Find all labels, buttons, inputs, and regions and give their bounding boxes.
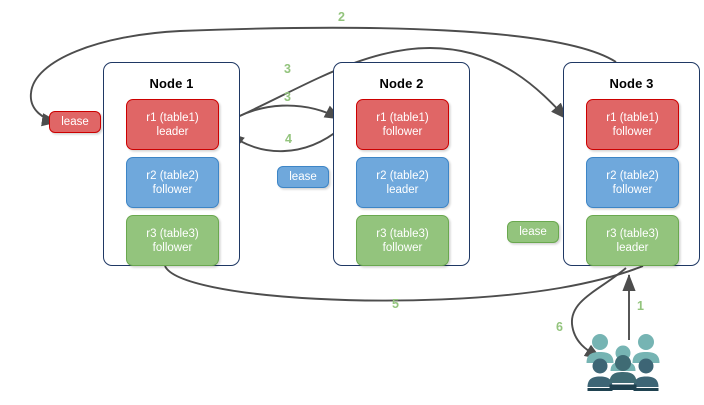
replica-name: r2 (table2) xyxy=(376,169,429,182)
replica-role: follower xyxy=(382,241,423,254)
replica-node3-r1: r1 (table1) follower xyxy=(586,99,679,150)
replica-role: follower xyxy=(152,183,193,196)
replica-name: r2 (table2) xyxy=(146,169,199,182)
replica-role: follower xyxy=(382,125,423,138)
node-title-3: Node 3 xyxy=(609,76,654,91)
node-box-1: Node 1 r1 (table1) leader r2 (table2) fo… xyxy=(103,62,240,266)
replica-node3-r2: r2 (table2) follower xyxy=(586,157,679,208)
lease-label: lease xyxy=(519,226,547,238)
replica-name: r1 (table1) xyxy=(606,111,659,124)
users-icon xyxy=(586,334,660,391)
lease-label: lease xyxy=(289,171,317,183)
replica-name: r3 (table3) xyxy=(146,227,199,240)
step-label-3-short: 3 xyxy=(284,90,291,104)
step-label-6: 6 xyxy=(556,320,563,334)
replica-node1-r2: r2 (table2) follower xyxy=(126,157,219,208)
node-box-2: Node 2 r1 (table1) follower r2 (table2) … xyxy=(333,62,470,266)
replica-node2-r2: r2 (table2) leader xyxy=(356,157,449,208)
replica-node3-r3: r3 (table3) leader xyxy=(586,215,679,266)
node-title-2: Node 2 xyxy=(379,76,424,91)
replica-role: leader xyxy=(386,183,419,196)
node-box-3: Node 3 r1 (table1) follower r2 (table2) … xyxy=(563,62,700,266)
replica-node1-r3: r3 (table3) follower xyxy=(126,215,219,266)
replica-role: follower xyxy=(152,241,193,254)
replica-role: follower xyxy=(612,183,653,196)
replica-node2-r3: r3 (table3) follower xyxy=(356,215,449,266)
replica-name: r1 (table1) xyxy=(146,111,199,124)
lease-label: lease xyxy=(61,116,89,128)
step-label-2: 2 xyxy=(338,10,345,24)
lease-chip-red: lease xyxy=(49,111,101,133)
node-title-1: Node 1 xyxy=(149,76,194,91)
replica-role: leader xyxy=(616,241,649,254)
step-label-3-long: 3 xyxy=(284,62,291,76)
step-label-5: 5 xyxy=(392,297,399,311)
step-label-1: 1 xyxy=(637,299,644,313)
step-label-4: 4 xyxy=(285,132,292,146)
lease-chip-green: lease xyxy=(507,221,559,243)
replica-role: follower xyxy=(612,125,653,138)
replica-name: r2 (table2) xyxy=(606,169,659,182)
replica-node2-r1: r1 (table1) follower xyxy=(356,99,449,150)
replica-name: r1 (table1) xyxy=(376,111,429,124)
replica-role: leader xyxy=(156,125,189,138)
edge-step-5 xyxy=(164,265,644,302)
lease-chip-blue: lease xyxy=(277,166,329,188)
replica-node1-r1: r1 (table1) leader xyxy=(126,99,219,150)
replica-name: r3 (table3) xyxy=(376,227,429,240)
replica-name: r3 (table3) xyxy=(606,227,659,240)
